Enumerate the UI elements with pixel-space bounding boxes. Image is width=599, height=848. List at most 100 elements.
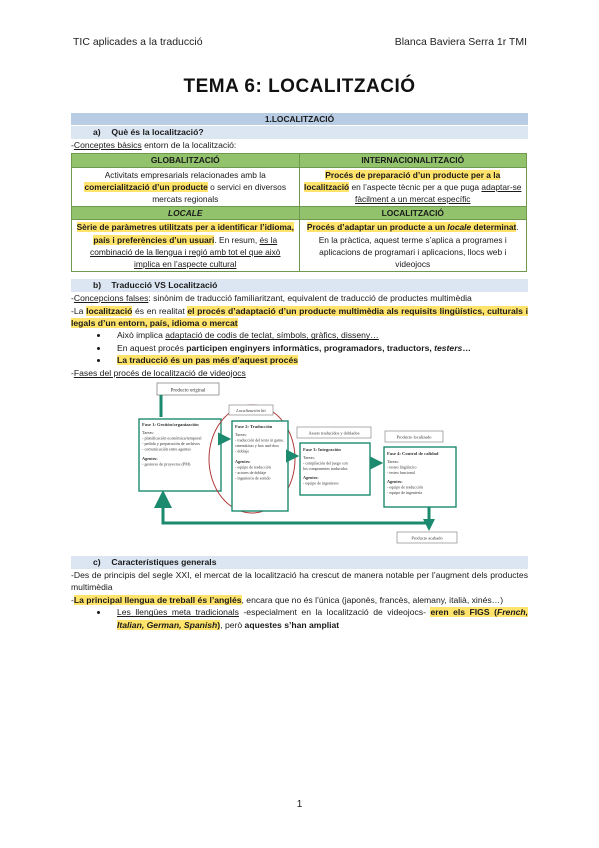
section-heading: 1.LOCALITZACIÓ xyxy=(71,113,528,125)
b1-underlined: adaptació de codis de teclat, símbols, g… xyxy=(165,330,379,341)
box-fase-2 xyxy=(231,420,289,512)
fase1-agentes: Agentes: xyxy=(142,456,158,461)
falses-prefix: - xyxy=(71,293,74,304)
falses-underlined: Concepcions falses xyxy=(73,293,149,304)
box-producto-localizado xyxy=(384,430,444,443)
b3-highlight: La traducció és un pas més d’aquest proc… xyxy=(117,355,299,366)
b2-bold: participen enginyers informàtics, progra… xyxy=(186,342,435,353)
conceptes-rest: entorn de la localització: xyxy=(141,140,237,150)
fase1-l1: - planificación económica/temporal xyxy=(142,436,202,441)
llengua-post: , encara que no és l’única (japonès, fra… xyxy=(241,594,504,605)
b2-bold-italic: testers xyxy=(434,342,463,353)
fase2-a3: - ingenieros de sonido xyxy=(235,476,270,481)
table-header-globalitzacio: GLOBALITZACIÓ xyxy=(71,153,300,168)
c1-mid: -especialment en la localització de vide… xyxy=(238,607,431,618)
fase1-a1: - gestores de proyectos (PM) xyxy=(142,462,191,467)
fase1-title: Fase 1: Gestión/organización xyxy=(142,422,199,427)
box-assets xyxy=(296,426,372,439)
llengua-pre: - xyxy=(71,594,74,605)
box-producto-original xyxy=(156,382,220,396)
subsection-a-number: a) xyxy=(93,127,101,137)
subsection-b-heading: b) Traducció VS Localització xyxy=(71,279,528,293)
fases-underlined: Fases del procés de localització de vide… xyxy=(73,367,246,378)
arrow-feedback-loop xyxy=(154,490,431,525)
fase2-tareas: Tareas: xyxy=(235,432,247,437)
table-cell-globalitzacio: Activitats empresarials relacionades amb… xyxy=(71,166,300,208)
c2-mid: en l’aspecte tècnic per a que puga xyxy=(349,181,482,192)
fase2-l1: - traducción del texto in game, xyxy=(235,438,284,444)
phases-diagram-svg: Producto original Fase 1: Gestión/organi… xyxy=(138,382,458,544)
concepcions-falses: -Concepcions falses: sinònim de traducci… xyxy=(71,292,528,304)
c3-mid: . En resum, xyxy=(214,234,260,245)
fases-line: -Fases del procés de localització de vid… xyxy=(71,367,528,379)
page-title: TEMA 6: LOCALITZACIÓ xyxy=(183,76,416,97)
c1-bold: aquestes s’han ampliat xyxy=(244,619,340,630)
conceptes-underlined: Conceptes bàsics xyxy=(73,140,142,150)
c4-highlight-2: determinat xyxy=(471,222,517,233)
c4-highlight-italic: locale xyxy=(447,222,472,233)
c3-underlined: és la combinació de la llengua i regió a… xyxy=(90,234,281,270)
la-loc-hl1: localització xyxy=(86,305,133,316)
subsection-b-label: Traducció VS Localització xyxy=(111,280,218,291)
page-content: 1.LOCALITZACIÓ a) Què és la localització… xyxy=(71,113,528,631)
conceptes-prefix: - xyxy=(71,140,74,150)
label-producto-acabado: Producto acabado xyxy=(411,536,443,541)
subsection-c-heading: c) Característiques generals xyxy=(71,556,528,570)
c1-hl1: eren els FIGS ( xyxy=(430,607,497,618)
c1-post: , però xyxy=(220,619,245,630)
des-de-principis: -Des de principis del segle XXI, el merc… xyxy=(71,570,528,593)
table-header-locale: LOCALE xyxy=(71,206,300,221)
fase4-agentes: Agentes: xyxy=(387,479,403,484)
bullet-c1: Les llengües meta tradicionals -especial… xyxy=(109,606,528,631)
c1-hl2: ) xyxy=(217,619,221,630)
label-assets: Assets traducidos y doblados xyxy=(308,431,359,436)
bullets-b: Això implica adaptació de codis de tecla… xyxy=(71,329,528,366)
fase2-a1: - equipo de traducción xyxy=(235,465,271,470)
fase2-title: Fase 2: Traducción xyxy=(235,424,273,429)
page-number: 1 xyxy=(296,799,303,810)
falses-rest: : sinònim de traducció familiaritzant, e… xyxy=(148,293,472,304)
fase3-l2: los componentes traducidos xyxy=(303,466,348,471)
conceptes-line: -Conceptes bàsics entorn de la localitza… xyxy=(71,139,528,151)
fase2-a2: - actores de doblaje xyxy=(235,470,266,475)
b2-pre: En aquest procés xyxy=(117,342,187,353)
c4-post: . En la pràctica, aquest terme s’aplica … xyxy=(318,222,519,270)
c1-underlined: Les llengües meta tradicionals xyxy=(117,607,239,618)
box-fase-4 xyxy=(383,446,457,508)
llengua-highlight: La principal llengua de treball és l’ang… xyxy=(73,594,242,605)
table-cell-localitzacio: Procés d’adaptar un producte a un locale… xyxy=(298,219,527,273)
bullets-c: Les llengües meta tradicionals -especial… xyxy=(71,606,528,631)
b1-pre: Això implica xyxy=(117,330,166,341)
fase3-a1: - equipo de ingenieros xyxy=(303,481,339,486)
fase4-a2: - equipo de ingeniería xyxy=(387,490,422,495)
fase2-agentes: Agentes: xyxy=(235,459,251,464)
box-fase-1 xyxy=(138,418,222,492)
fase1-l3: - comunicación entre agentes xyxy=(142,447,191,452)
box-localizacion xyxy=(228,404,274,416)
subsection-a-heading: a) Què és la localització? xyxy=(71,126,528,139)
bullet-b3: La traducció és un pas més d’aquest proc… xyxy=(109,354,528,366)
localization-phases-diagram: Producto original Fase 1: Gestión/organi… xyxy=(129,381,473,547)
fase2-l3: - doblaje xyxy=(235,449,249,454)
box-producto-acabado xyxy=(396,531,458,544)
table-cell-internacionalitzacio: Procés de preparació d’un producte per a… xyxy=(298,166,527,208)
c1-highlight: comercialització d’un producte xyxy=(84,181,208,192)
concepts-table: GLOBALITZACIÓ INTERNACIONALITZACIÓ Activ… xyxy=(71,153,527,273)
fase4-title: Fase 4: Control de calidad xyxy=(387,451,439,456)
fase2-l2: cinemáticas y box and docs xyxy=(235,443,279,448)
b2-bold-end: … xyxy=(462,342,471,353)
fase4-a1: - equipo de traducción xyxy=(387,485,423,490)
fase3-agentes: Agentes: xyxy=(303,475,319,480)
header-left: TIC aplicades a la traducció xyxy=(73,36,203,48)
bullet-b1: Això implica adaptació de codis de tecla… xyxy=(109,329,528,341)
localitzacio-definition: -La localització és en realitat el procé… xyxy=(71,305,528,330)
table-header-localitzacio: LOCALITZACIÓ xyxy=(298,206,527,221)
subsection-c-number: c) xyxy=(93,557,101,568)
bullet-b2: En aquest procés participen enginyers in… xyxy=(109,342,528,354)
fase1-tareas: Tareas: xyxy=(142,430,154,435)
subsection-c-label: Característiques generals xyxy=(111,557,217,568)
c1-pre: Activitats empresarials relacionades amb… xyxy=(104,169,266,180)
table-cell-locale: Sèrie de paràmetres utilitzats per a ide… xyxy=(71,219,300,273)
c1-post: o servici en diversos mercats regionals xyxy=(152,181,287,205)
llengua-principal: -La principal llengua de treball és l’an… xyxy=(71,594,528,606)
